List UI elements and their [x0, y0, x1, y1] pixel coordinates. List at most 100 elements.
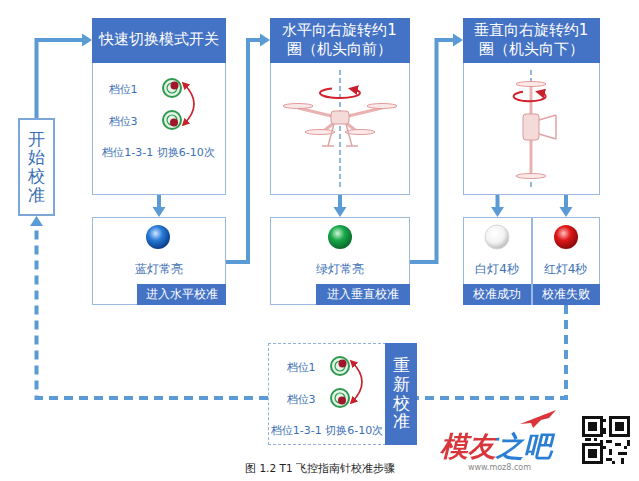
drone-horizontal: [283, 70, 397, 190]
instruction-text: 档位1-3-1 切换6-10次: [93, 144, 224, 162]
connector-line: [37, 225, 269, 398]
result-band: 进入垂直校准: [316, 284, 410, 305]
status-text: 蓝灯常亮: [93, 260, 224, 278]
vertical-text: 重新校准: [393, 356, 410, 431]
connector: [491, 195, 504, 217]
drone-horizontal: [322, 124, 358, 146]
status-text: 白灯4秒: [464, 260, 530, 278]
connector: [416, 305, 566, 398]
qr-code: [582, 416, 603, 437]
header-band: 水平向右旋转约1圈（机头向前）: [270, 18, 410, 63]
arrow-head: [453, 34, 463, 47]
drone-horizontal: [331, 111, 349, 124]
arrow-head: [260, 34, 270, 47]
drone-horizontal: [305, 130, 335, 135]
connector-line: [157, 195, 161, 208]
qr-code: [585, 419, 630, 464]
status-text: 红灯4秒: [533, 260, 598, 278]
result-band: 校准失败: [533, 284, 600, 305]
step-card: 垂直向右旋转约1圈（机头向下）: [463, 18, 600, 195]
qr-code: [609, 416, 630, 437]
switch-icon: [331, 389, 349, 407]
connector-line: [564, 195, 568, 208]
connector-line: [338, 195, 342, 208]
drone-vertical: [516, 82, 546, 87]
arrow-head: [560, 207, 573, 217]
arrow-head: [30, 216, 43, 226]
arrow-head: [82, 34, 92, 47]
start-frame: 开始校准: [20, 120, 53, 214]
connector: [560, 195, 573, 217]
connector: [30, 216, 268, 398]
header-band: 快速切换模式开关: [92, 18, 226, 63]
gear-label: 档位3: [101, 113, 145, 131]
connector: [37, 34, 93, 119]
green-lamp: [328, 225, 352, 249]
switch-icon: [163, 79, 181, 97]
restart-box: 档位1 档位3 档位1-3-1 切换6-10次重新校准: [268, 343, 416, 445]
step-card: 快速切换模式开关档位1档位3档位1-3-1 切换6-10次: [92, 18, 226, 195]
arrow-head: [491, 207, 504, 217]
status-box: 红灯4秒校准失败: [532, 217, 600, 305]
connector: [334, 195, 347, 217]
status-box: 蓝灯常亮进入水平校准: [92, 217, 226, 305]
switch-icon: [339, 360, 347, 368]
watermark-logo: 模友之吧: [436, 429, 556, 463]
qr-code: [585, 419, 600, 434]
drone-vertical: [523, 114, 539, 140]
status-text: 绿灯常亮: [271, 260, 408, 278]
switch-icon: [163, 111, 181, 129]
connector-line: [226, 40, 261, 262]
blue-lamp: [146, 225, 170, 249]
watermark-url: www.moz8.com: [452, 462, 547, 474]
drone-vertical: [514, 92, 546, 102]
qr-code: [585, 446, 600, 461]
gear-label: 档位3: [279, 391, 323, 409]
drone-horizontal: [339, 70, 341, 190]
connector-line: [496, 195, 500, 208]
toggle-arrow: [184, 84, 194, 124]
drone-horizontal: [367, 104, 397, 109]
white-lamp: [485, 225, 509, 249]
connector: [153, 195, 166, 217]
side-band: 重新校准: [385, 343, 417, 445]
qr-code: [582, 443, 603, 464]
connector-line: [416, 305, 566, 398]
switch-icon: [163, 79, 181, 97]
drone-horizontal: [320, 88, 360, 98]
switch-icon: [331, 389, 349, 407]
status-box: 白灯4秒校准成功: [463, 217, 532, 305]
switch-icon: [163, 111, 181, 129]
qr-code: [588, 422, 597, 431]
switch-icon: [171, 82, 179, 90]
result-band: 校准成功: [463, 284, 531, 305]
switch-icon: [331, 357, 349, 375]
watermark-plane: [520, 410, 556, 428]
arrow-head: [153, 207, 166, 217]
instruction-text: 档位1-3-1 切换6-10次: [269, 422, 385, 440]
drone-vertical: [514, 70, 556, 190]
toggle-arrow: [352, 362, 362, 402]
red-lamp: [554, 225, 578, 249]
qr-code: [588, 449, 597, 458]
status-box: 绿灯常亮进入垂直校准: [270, 217, 410, 305]
vertical-text: 开始校准: [28, 130, 45, 205]
switch-icon: [170, 119, 178, 127]
figure-caption: 图 1.2 T1 飞控指南针校准步骤: [205, 461, 435, 477]
drone-horizontal: [283, 104, 313, 109]
connector: [226, 34, 270, 263]
connector-line: [37, 40, 84, 118]
drone-vertical: [539, 115, 556, 139]
qr-code: [615, 422, 624, 431]
qr-code: [582, 416, 630, 464]
gear-label: 档位1: [279, 359, 323, 377]
step-card: 水平向右旋转约1圈（机头向前）: [270, 18, 410, 195]
switch-icon: [338, 397, 346, 405]
arrow-head: [334, 207, 347, 217]
start-box: 开始校准: [18, 118, 55, 216]
qr-code: [612, 419, 627, 434]
